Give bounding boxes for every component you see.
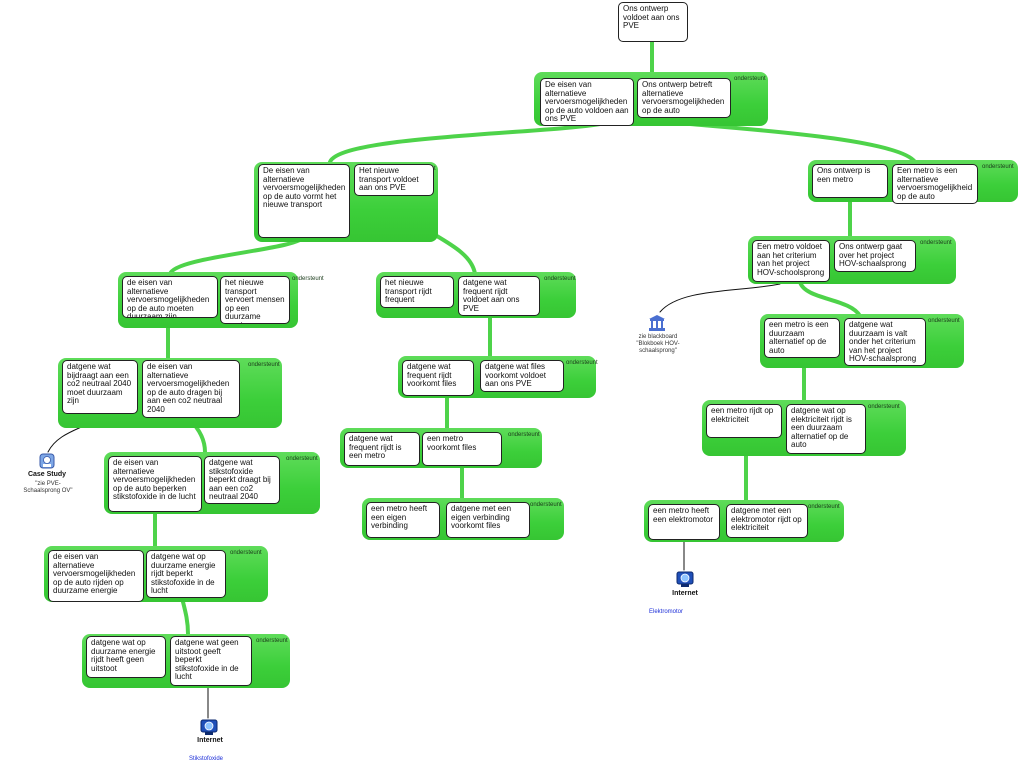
- claim-node[interactable]: Ons ontwerp betreft alternatieve vervoer…: [637, 78, 731, 118]
- claim-node[interactable]: het nieuwe transport rijdt frequent: [380, 276, 454, 308]
- support-label: ondersteunt: [928, 318, 960, 324]
- case-study-title: Case Study: [27, 471, 67, 478]
- connector: [328, 122, 602, 164]
- claim-node[interactable]: datgene wat frequent rijdt is een metro: [344, 432, 420, 466]
- support-label: ondersteunt: [808, 504, 840, 510]
- support-label: ondersteunt: [982, 164, 1014, 170]
- claim-node[interactable]: datgene wat frequent rijdt voldoet aan o…: [458, 276, 540, 316]
- claim-node[interactable]: datgene met een elektromotor rijdt op el…: [726, 504, 808, 538]
- internet-icon[interactable]: [676, 570, 694, 588]
- claim-node[interactable]: een metro is een duurzaam alternatief op…: [764, 318, 840, 358]
- claim-node[interactable]: een metro rijdt op elektriciteit: [706, 404, 782, 438]
- evidence-line: [659, 283, 781, 313]
- claim-node[interactable]: De eisen van alternatieve vervoersmogeli…: [540, 78, 634, 126]
- internet-title: Internet: [672, 590, 698, 597]
- support-label: ondersteunt: [230, 550, 262, 556]
- connector: [798, 280, 862, 318]
- claim-node[interactable]: de eisen van alternatieve vervoersmogeli…: [108, 456, 202, 512]
- claim-node[interactable]: een metro voorkomt files: [422, 432, 502, 466]
- claim-node[interactable]: datgene met een eigen verbinding voorkom…: [446, 502, 530, 538]
- claim-node[interactable]: datgene wat files voorkomt voldoet aan o…: [480, 360, 564, 392]
- library-icon[interactable]: [648, 314, 666, 332]
- blackboard-caption: zie blackboard "Blokboek HOV- schaalspro…: [636, 334, 680, 354]
- claim-node[interactable]: datgene wat duurzaam is valt onder het c…: [844, 318, 926, 366]
- claim-node[interactable]: datgene wat stikstofoxide beperkt draagt…: [204, 456, 280, 504]
- support-label: ondersteunt: [292, 276, 324, 282]
- support-label: ondersteunt: [256, 638, 288, 644]
- case-study-caption: "zie PVE- Schaalsprong OV": [23, 481, 73, 494]
- support-label: ondersteunt: [544, 276, 576, 282]
- support-label: ondersteunt: [868, 404, 900, 410]
- claim-node[interactable]: datgene wat op duurzame energie rijdt he…: [86, 636, 166, 678]
- claim-node[interactable]: Een metro voldoet aan het criterium van …: [752, 240, 830, 282]
- claim-node[interactable]: de eisen van alternatieve vervoersmogeli…: [122, 276, 218, 318]
- internet-title: Internet: [197, 737, 223, 744]
- claim-node[interactable]: De eisen van alternatieve vervoersmogeli…: [258, 164, 350, 238]
- support-label: ondersteunt: [508, 432, 540, 438]
- claim-node[interactable]: Ons ontwerp is een metro: [812, 164, 888, 198]
- source-link[interactable]: Elektromotor: [648, 609, 683, 615]
- support-label: ondersteunt: [734, 76, 766, 82]
- support-label: ondersteunt: [920, 240, 952, 246]
- claim-node[interactable]: datgene wat bijdraagt aan een co2 neutra…: [62, 360, 138, 414]
- support-label: ondersteunt: [286, 456, 318, 462]
- claim-node[interactable]: Het nieuwe transport voldoet aan ons PVE: [354, 164, 434, 196]
- internet-icon[interactable]: [200, 718, 218, 736]
- claim-node[interactable]: datgene wat op elektriciteit rijdt is ee…: [786, 404, 866, 454]
- claim-node[interactable]: het nieuwe transport vervoert mensen op …: [220, 276, 290, 324]
- claim-node[interactable]: Ons ontwerp gaat over het project HOV-sc…: [834, 240, 916, 272]
- claim-node[interactable]: datgene wat frequent rijdt voorkomt file…: [402, 360, 474, 396]
- claim-node[interactable]: datgene wat geen uitstoot geeft beperkt …: [170, 636, 252, 686]
- support-label: ondersteunt: [248, 362, 280, 368]
- connector: [180, 596, 190, 636]
- support-label: ondersteunt: [566, 360, 598, 366]
- connector: [688, 122, 917, 164]
- claim-node[interactable]: een metro heeft een eigen verbinding: [366, 502, 440, 538]
- claim-root[interactable]: Ons ontwerp voldoet aan ons PVE: [618, 2, 688, 42]
- case-study-icon[interactable]: [38, 452, 56, 470]
- source-link[interactable]: Stikstofoxide: [188, 756, 224, 762]
- claim-node[interactable]: de eisen van alternatieve vervoersmogeli…: [142, 360, 240, 418]
- claim-node[interactable]: Een metro is een alternatieve vervoersmo…: [892, 164, 978, 204]
- claim-node[interactable]: datgene wat op duurzame energie rijdt be…: [146, 550, 226, 598]
- claim-node[interactable]: een metro heeft een elektromotor: [648, 504, 720, 540]
- claim-node[interactable]: de eisen van alternatieve vervoersmogeli…: [48, 550, 144, 602]
- support-label: ondersteunt: [530, 502, 562, 508]
